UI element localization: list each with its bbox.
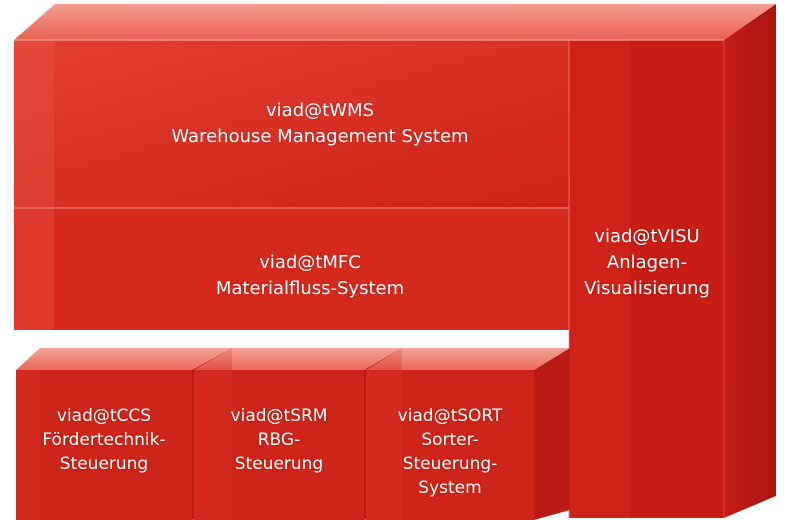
sort-line3: Steuerung- (402, 454, 498, 474)
srm-block (194, 370, 364, 520)
srm-line3: Steuerung (234, 454, 324, 474)
visu-line2: Anlagen- (606, 252, 688, 273)
srm-line2: RBG- (257, 430, 301, 450)
mfc-label: viad@tMFC Materialfluss-System (160, 250, 460, 302)
visu-title: viad@tVISU (594, 226, 700, 247)
top-face (14, 4, 776, 40)
ccs-inner-face (40, 370, 192, 520)
wms-title: viad@tWMS (266, 100, 374, 121)
left-edge-highlight (14, 40, 54, 330)
srm-title: viad@tSRM (230, 406, 328, 426)
ccs-title: viad@tCCS (56, 406, 152, 426)
wms-block (14, 40, 624, 208)
ccs-line2: Fördertechnik- (42, 430, 166, 450)
ccs-label: viad@tCCS Fördertechnik- Steuerung (16, 404, 192, 476)
mfc-title: viad@tMFC (259, 252, 361, 273)
wms-label: viad@tWMS Warehouse Management System (120, 98, 520, 150)
srm-inner-face (232, 370, 364, 520)
ccs-line3: Steuerung (59, 454, 149, 474)
wms-subtitle: Warehouse Management System (171, 126, 469, 147)
sort-line2: Sorter- (421, 430, 479, 450)
ccs-block (16, 370, 192, 520)
srm-label: viad@tSRM RBG- Steuerung (194, 404, 364, 476)
visu-line3: Visualisierung (584, 278, 710, 299)
sort-title: viad@tSORT (397, 406, 503, 426)
visu-label: viad@tVISU Anlagen- Visualisierung (572, 224, 722, 302)
sort-inner-face (402, 370, 534, 520)
sort-line4: System (418, 478, 482, 498)
sort-block (366, 370, 534, 520)
sort-side-face (534, 348, 570, 520)
srm-top-face (194, 348, 402, 370)
mfc-subtitle: Materialfluss-System (215, 278, 405, 299)
ccs-top-face (16, 348, 232, 370)
mfc-block (14, 208, 569, 330)
visu-inner-column (630, 40, 724, 518)
sort-top-face (366, 348, 570, 370)
visu-side-face (724, 4, 776, 518)
sort-label: viad@tSORT Sorter- Steuerung- System (366, 404, 534, 500)
